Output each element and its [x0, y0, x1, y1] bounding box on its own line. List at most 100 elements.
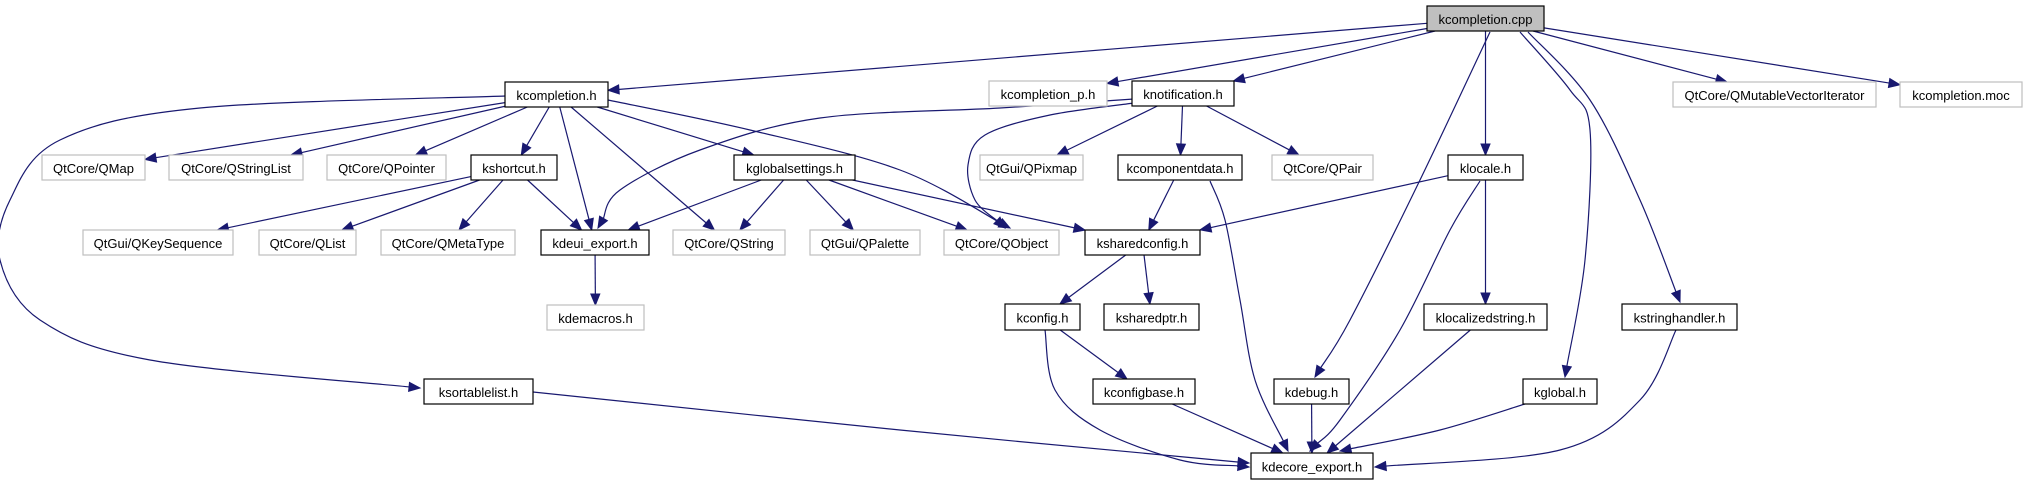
node-box [1273, 378, 1350, 405]
edge-knotification-h-to-kcomponentdata-h [1175, 105, 1187, 157]
edge-kconfig-h-to-kconfigbase-h [1059, 329, 1129, 380]
node-kcomponentdata-h[interactable]: kcomponentdata.h [1117, 154, 1243, 181]
edge-line [424, 106, 528, 152]
node-label: kdecore_export.h [1262, 460, 1362, 475]
node-kconfig-h[interactable]: kconfig.h [1004, 303, 1081, 331]
node-box [1084, 229, 1201, 256]
edge-line [0, 95, 506, 388]
node-kglobalsettings-h[interactable]: kglobalsettings.h [733, 154, 856, 181]
node-box [82, 229, 234, 256]
arrowhead-icon [1887, 77, 1902, 89]
node-label: QtCore/QPair [1283, 161, 1362, 176]
node-ksharedconfig-h[interactable]: ksharedconfig.h [1084, 229, 1201, 256]
node-kglobal-h[interactable]: kglobal.h [1522, 378, 1598, 405]
edge-kdebug-h-to-kdecore-export-h [1306, 403, 1318, 455]
node-label: kcompletion_p.h [1001, 87, 1096, 102]
node-kdebug-h[interactable]: kdebug.h [1273, 378, 1350, 405]
node-label: QtCore/QString [684, 236, 774, 251]
node-ksortablelist-h[interactable]: ksortablelist.h [423, 378, 534, 405]
node-label: ksharedptr.h [1116, 311, 1188, 326]
edge-line [525, 106, 550, 147]
node-kdecore-export-h[interactable]: kdecore_export.h [1250, 452, 1374, 480]
edge-kcompletion-h-to-kdeui-export-h [559, 106, 594, 232]
edge-line [852, 179, 1076, 229]
arrowhead-icon [627, 221, 641, 231]
edge-kshortcut-h-to-qkeysequence [216, 175, 472, 233]
edge-line [532, 391, 1240, 463]
node-kcompletion-h[interactable]: kcompletion.h [504, 81, 609, 108]
node-box [1271, 154, 1374, 181]
arrowhead-icon [583, 217, 594, 232]
edge-line [1067, 254, 1127, 299]
node-box [380, 229, 516, 256]
arrowhead-icon [1480, 143, 1491, 157]
edge-klocale-h-to-klocalizedstring-h [1480, 180, 1491, 306]
node-box [979, 154, 1084, 181]
node-label: klocalizedstring.h [1436, 311, 1536, 326]
node-label: kdemacros.h [558, 311, 632, 326]
node-label: kcompletion.h [516, 88, 596, 103]
node-kdeui-export-h[interactable]: kdeui_export.h [540, 229, 650, 256]
arrowhead-icon [1278, 438, 1289, 453]
edge-line [617, 22, 1428, 91]
node-knotification-h[interactable]: knotification.h [1131, 80, 1235, 107]
node-qmap: QtCore/QMap [41, 154, 146, 181]
node-qpair: QtCore/QPair [1271, 154, 1374, 181]
edge-line [967, 102, 1135, 222]
arrowhead-icon [1058, 292, 1073, 305]
edge-kglobalsettings-h-to-qstring [739, 179, 785, 231]
node-klocalizedstring-h[interactable]: klocalizedstring.h [1423, 303, 1548, 331]
arrowhead-icon [458, 217, 471, 231]
edge-kcomponentdata-h-to-kdecore-export-h [1209, 180, 1289, 453]
node-label: kdeui_export.h [552, 236, 637, 251]
edge-knotification-h-to-qobject [967, 102, 1135, 229]
node-label: kcompletion.cpp [1439, 12, 1533, 27]
edge-line [828, 179, 958, 228]
node-kcompletion-p-h: kcompletion_p.h [988, 80, 1108, 107]
node-kconfigbase-h[interactable]: kconfigbase.h [1092, 378, 1196, 405]
arrowhead-icon [340, 221, 355, 232]
node-klocale-h[interactable]: klocale.h [1447, 154, 1524, 181]
edge-kcompletion-h-to-qmap [143, 102, 506, 163]
arrowhead-icon [1561, 364, 1573, 379]
node-box [546, 304, 645, 331]
edge-line [1543, 27, 1891, 84]
arrowhead-icon [1670, 289, 1681, 304]
node-box [1092, 378, 1196, 405]
node-ksharedptr-h[interactable]: ksharedptr.h [1103, 303, 1200, 331]
edge-kcomponentdata-h-to-ksharedconfig-h [1148, 179, 1175, 232]
node-box [1117, 154, 1243, 181]
edge-line [300, 105, 506, 154]
node-label: kshortcut.h [482, 161, 546, 176]
node-box [540, 229, 650, 256]
node-kcompletion-moc: kcompletion.moc [1899, 81, 2023, 108]
node-box [1004, 303, 1081, 331]
node-qstringlist: QtCore/QStringList [168, 154, 304, 181]
edge-line [1316, 180, 1481, 445]
edge-klocalizedstring-h-to-kdecore-export-h [1326, 329, 1471, 454]
edge-line [1116, 27, 1428, 83]
node-box [423, 378, 534, 405]
node-box [258, 229, 357, 256]
edge-kshortcut-h-to-qmetatype [458, 179, 504, 231]
edge-kcompletion-cpp-to-klocale-h [1480, 31, 1491, 157]
edge-kcompletion-cpp-to-kglobal-h [1519, 31, 1592, 379]
node-label: QtGui/QPixmap [986, 161, 1077, 176]
edge-line [1152, 179, 1175, 222]
edge-kcompletion-cpp-to-kdebug-h [1314, 31, 1491, 379]
node-kcompletion-cpp[interactable]: kcompletion.cpp [1426, 5, 1545, 32]
edge-kcompletion-cpp-to-kcompletion-moc [1543, 27, 1902, 89]
node-kshortcut-h[interactable]: kshortcut.h [470, 154, 558, 181]
node-kstringhandler-h[interactable]: kstringhandler.h [1621, 303, 1738, 331]
arrowhead-icon [1175, 143, 1187, 157]
node-label: kglobal.h [1534, 385, 1586, 400]
node-label: QtCore/QObject [955, 236, 1049, 251]
edge-line [1532, 30, 1718, 81]
node-box [41, 154, 146, 181]
node-qmutablevectoriterator: QtCore/QMutableVectorIterator [1672, 81, 1877, 108]
node-box [168, 154, 304, 181]
node-box [1621, 303, 1738, 331]
edge-line [1209, 175, 1449, 229]
node-label: QtCore/QPointer [338, 161, 435, 176]
